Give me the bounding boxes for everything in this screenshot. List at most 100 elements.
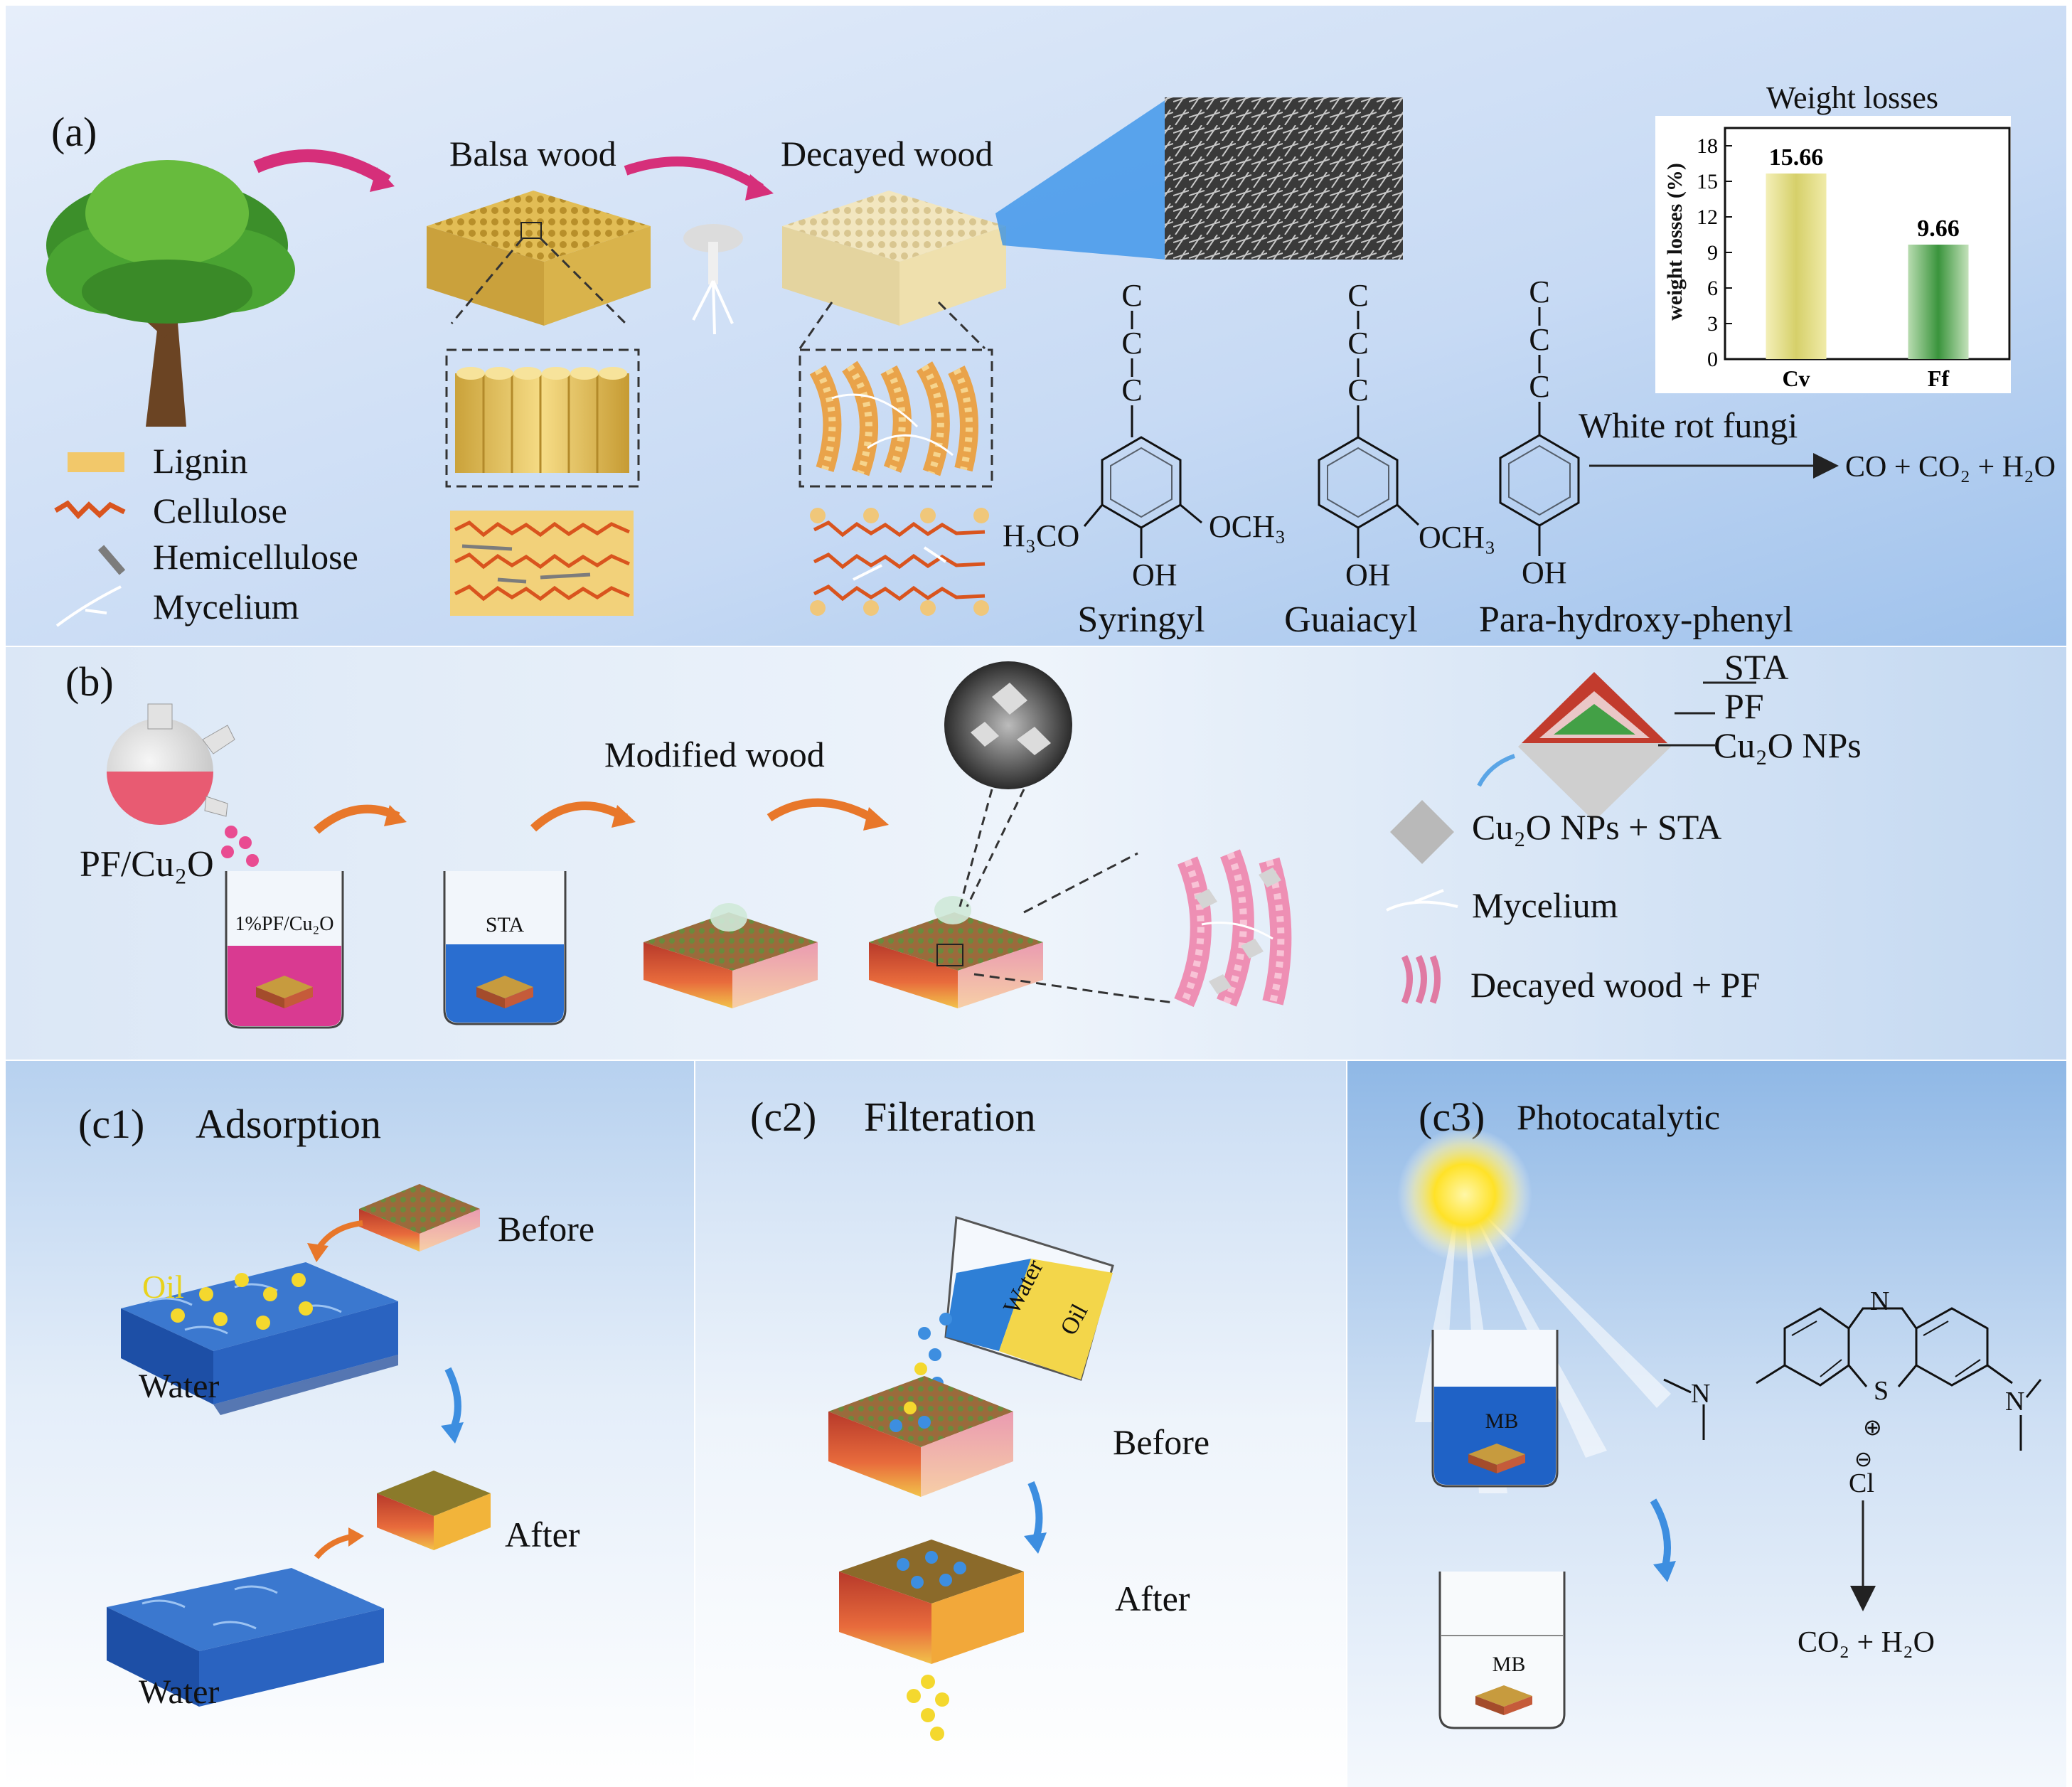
arrow-tree-to-balsa [253, 149, 391, 187]
beaker-mb-after-label: MB [1492, 1653, 1526, 1676]
decayed-pf-fibres [1174, 849, 1292, 1008]
layer-pf: PF [1724, 686, 1764, 726]
panel-c2: (c2) Filteration Water Oil Before [695, 1061, 1346, 1787]
legend-lignin-label: Lignin [153, 441, 247, 481]
beaker-mb-before: MB [1431, 1330, 1559, 1488]
arrow-balsa-to-decayed [624, 156, 764, 193]
beaker-pf-cu2o-label: 1%PF/Cu₂O [235, 913, 334, 935]
cellulose-swatch [54, 500, 126, 520]
chart-category-label: Cv [1782, 366, 1810, 391]
balsa-title: Balsa wood [449, 134, 616, 174]
chart-plot-frame [1724, 127, 2011, 361]
mb-atom-s: S [1874, 1376, 1889, 1406]
beaker-mb-before-label: MB [1485, 1409, 1519, 1433]
svg-text:C: C [1529, 274, 1549, 309]
legend-decayed-label: Decayed wood + PF [1470, 965, 1760, 1005]
mb-atom-n-left: N [1691, 1379, 1710, 1409]
mb-plus-charge: ⊕ [1863, 1414, 1882, 1440]
svg-text:C: C [1529, 322, 1549, 357]
syringyl-name: Syringyl [1077, 599, 1205, 640]
chart-data-label: 9.66 [1917, 215, 1960, 242]
c2-before-label: Before [1113, 1422, 1209, 1462]
beaker-sta: STA [443, 871, 567, 1025]
decayed-fibres [809, 361, 978, 476]
panel-c2-title: Filteration [864, 1094, 1036, 1140]
syringyl-left-group: H₃CO [1003, 518, 1079, 553]
svg-text:C: C [1347, 373, 1368, 407]
hydroxyphenyl-oh: OH [1522, 555, 1567, 590]
sem-zoom-beam [995, 100, 1166, 260]
chart-bar-cv [1766, 174, 1827, 359]
balsa-polymer-matrix [450, 511, 634, 616]
syringyl-structure: C C C H₃CO OCH₃ OH Syringyl [1003, 278, 1286, 640]
chart-ytick-label: 15 [1697, 170, 1718, 193]
svg-text:C: C [1121, 278, 1142, 313]
mb-chloride: Cl [1849, 1468, 1874, 1498]
chart-data-label: 15.66 [1769, 144, 1824, 171]
guaiacyl-oh: OH [1345, 558, 1391, 592]
chart-ytick-label: 18 [1697, 134, 1718, 158]
mycelium-legend-icon [1386, 889, 1458, 912]
sem-particles-image [944, 661, 1072, 789]
panel-a-legend: Lignin Cellulose Hemicellulose Mycelium [54, 441, 358, 627]
c2-after-label: After [1115, 1579, 1190, 1618]
panel-c1-label: (c1) [78, 1101, 144, 1147]
panel-c1: (c1) Adsorption Before Oil Water [6, 1061, 694, 1787]
legend-cellulose-label: Cellulose [153, 491, 287, 530]
panel-b: (b) PF/Cu₂O 1%PF/Cu₂O STA [6, 647, 2066, 1060]
panel-c2-background [695, 1061, 1346, 1787]
chart-category-label: Ff [1928, 366, 1950, 391]
modified-wood-block-2 [869, 896, 1043, 1008]
panel-c1-background [6, 1061, 694, 1787]
decayed-polymer-matrix [810, 508, 989, 616]
mb-atom-n-top: N [1870, 1286, 1889, 1316]
hemicellulose-swatch [97, 545, 126, 575]
filter-block-after [839, 1540, 1024, 1664]
hydroxyphenyl-name: Para-hydroxy-phenyl [1479, 599, 1793, 640]
guaiacyl-name: Guaiacyl [1284, 599, 1418, 640]
water-tank-oil [121, 1262, 398, 1415]
modified-wood-block-1 [644, 903, 818, 1008]
chart-ytick-label: 9 [1707, 241, 1718, 265]
lignin-swatch [68, 452, 124, 472]
flask-label: PF/Cu₂O [80, 844, 214, 885]
wood-block-before-c1 [359, 1184, 480, 1252]
water-tank-clean [107, 1568, 384, 1707]
chart-bar-ff [1908, 245, 1969, 359]
c1-before-label: Before [498, 1209, 594, 1249]
c1-oil-label: Oil [142, 1269, 184, 1305]
mb-minus-charge: ⊖ [1854, 1448, 1872, 1471]
svg-text:C: C [1347, 326, 1368, 361]
decayed-wood-legend-icon [1401, 954, 1441, 1004]
balsa-fibres [455, 367, 629, 473]
pouring-cup: Water Oil [944, 1216, 1114, 1381]
guaiacyl-right-group: OCH₃ [1419, 520, 1495, 555]
panel-c2-label: (c2) [750, 1094, 816, 1140]
methylene-blue-structure: N S N N ⊕ ⊖ Cl CO₂ + H₂O [1663, 1286, 2042, 1659]
c1-water-bottom-label: Water [139, 1673, 219, 1711]
panel-c1-title: Adsorption [196, 1101, 381, 1147]
panel-b-legend: Cu₂O NPs + STA Mycelium Decayed wood + P… [1386, 800, 1760, 1005]
chart-ytick-label: 6 [1707, 277, 1718, 300]
particle-legend-icon [1390, 800, 1454, 864]
panel-a-label: (a) [51, 109, 97, 155]
reaction-products: CO + CO₂ + H₂O [1845, 451, 2056, 484]
svg-text:C: C [1121, 326, 1142, 361]
decayed-zoom-box [799, 348, 993, 488]
mycelium-swatch [55, 585, 122, 627]
balsa-block [427, 191, 651, 326]
svg-text:C: C [1347, 278, 1368, 313]
mb-products: CO₂ + H₂O [1798, 1626, 1935, 1659]
chart-ytick-label: 0 [1707, 348, 1718, 371]
layer-sta: STA [1724, 647, 1788, 687]
svg-text:C: C [1121, 373, 1142, 407]
wood-block-after-c1 [377, 1471, 491, 1550]
syringyl-oh: OH [1132, 558, 1177, 592]
legend-particles-label: Cu₂O NPs + STA [1472, 807, 1721, 847]
round-flask-icon [107, 703, 259, 867]
sem-image-decayed [1165, 97, 1403, 260]
c1-water-top-label: Water [139, 1367, 219, 1405]
layered-particle-icon [1518, 672, 1671, 821]
svg-text:C: C [1529, 369, 1549, 404]
layer-cu2o: Cu₂O NPs [1714, 725, 1862, 765]
